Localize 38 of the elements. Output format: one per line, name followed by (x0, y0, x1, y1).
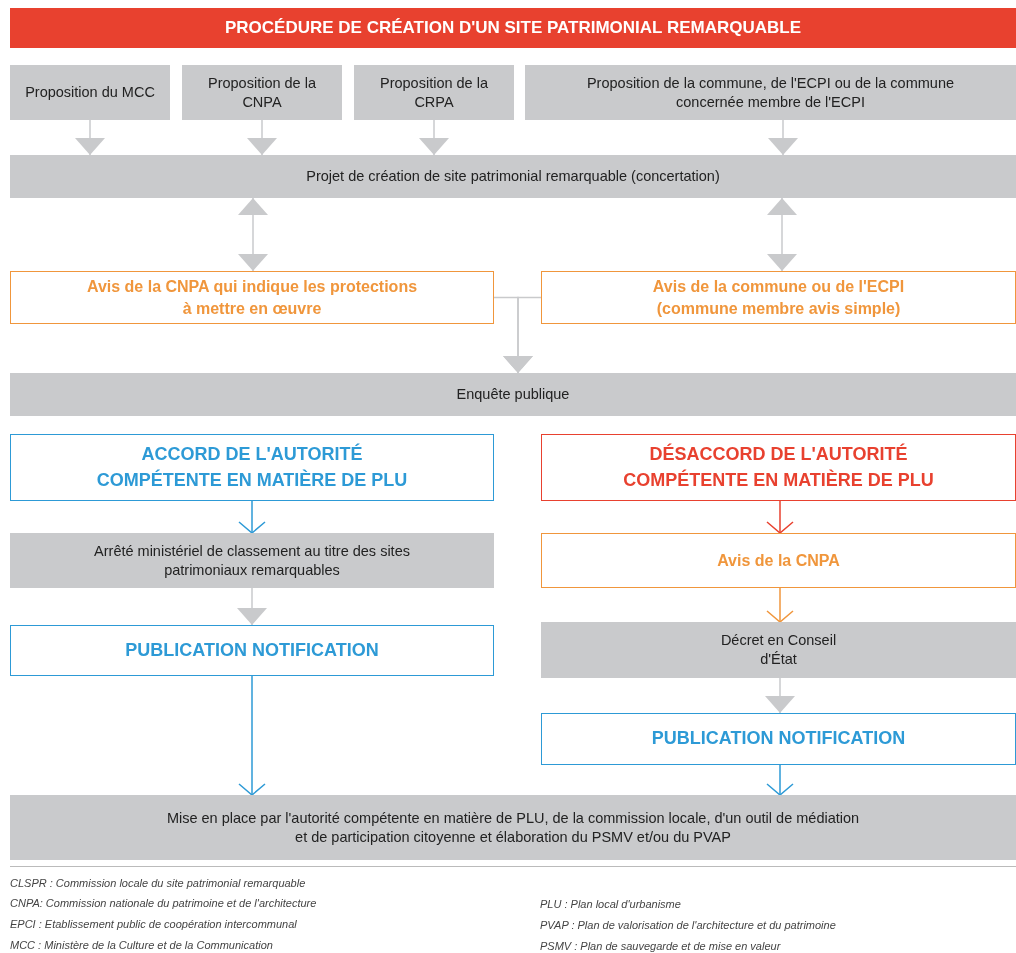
abbreviation-note: PSMV : Plan de sauvegarde et de mise en valeur (540, 940, 781, 952)
process-box: Décret en Conseil d'État (541, 622, 1016, 678)
process-box: Proposition du MCC (10, 65, 170, 120)
arrow (503, 296, 542, 374)
arrow (766, 764, 794, 796)
opinion-box: Avis de la CNPA qui indique les protections à mettre en œuvre (10, 271, 494, 324)
arrow (75, 119, 105, 156)
outcome-box: PUBLICATION NOTIFICATION (10, 625, 494, 676)
opinion-box: Avis de la CNPA (541, 533, 1016, 588)
abbreviation-note: PVAP : Plan de valorisation de l'architecture et du patrimoine (540, 919, 836, 931)
process-box: Proposition de la commune, de l'ECPI ou de la commune concernée membre de l'ECPI (525, 65, 1016, 120)
abbreviation-note: MCC : Ministère de la Culture et de la Communication (10, 939, 273, 951)
title-banner: PROCÉDURE DE CRÉATION D'UN SITE PATRIMONIAL REMARQUABLE (10, 8, 1016, 48)
process-box: Projet de création de site patrimonial remarquable (concertation) (10, 155, 1016, 198)
outcome-box: ACCORD DE L'AUTORITÉ COMPÉTENTE EN MATIÈRE DE PLU (10, 434, 494, 501)
arrow (766, 587, 794, 623)
outcome-box: DÉSACCORD DE L'AUTORITÉ COMPÉTENTE EN MATIÈRE DE PLU (541, 434, 1016, 501)
arrow (766, 500, 794, 534)
process-box: Proposition de la CRPA (354, 65, 514, 120)
opinion-box: Avis de la commune ou de l'ECPI (commune membre avis simple) (541, 271, 1016, 324)
abbreviation-note: CLSPR : Commission locale du site patrimonial remarquable (10, 877, 306, 889)
process-box: Mise en place par l'autorité compétente en matière de PLU, de la commission locale, d'un outil de médiation et de participation citoyenne et élaboration du PSMV et/ou du PVAP (10, 795, 1016, 860)
arrow (238, 500, 266, 534)
arrow (247, 119, 277, 156)
arrow (238, 675, 266, 796)
arrow (767, 197, 797, 272)
abbreviation-note: EPCI : Etablissement public de coopération intercommunal (10, 918, 297, 930)
process-box: Arrêté ministériel de classement au titre des sites patrimoniaux remarquables (10, 533, 494, 588)
process-box: Enquête publique (10, 373, 1016, 416)
arrow (238, 197, 268, 272)
abbreviation-note: CNPA: Commission nationale du patrimoine et de l'architecture (10, 897, 317, 909)
abbreviation-note: PLU : Plan local d'urbanisme (540, 898, 681, 910)
arrow (765, 677, 795, 714)
arrow (237, 587, 267, 626)
arrow (768, 119, 798, 156)
process-box: Proposition de la CNPA (182, 65, 342, 120)
arrow (419, 119, 449, 156)
outcome-box: PUBLICATION NOTIFICATION (541, 713, 1016, 765)
